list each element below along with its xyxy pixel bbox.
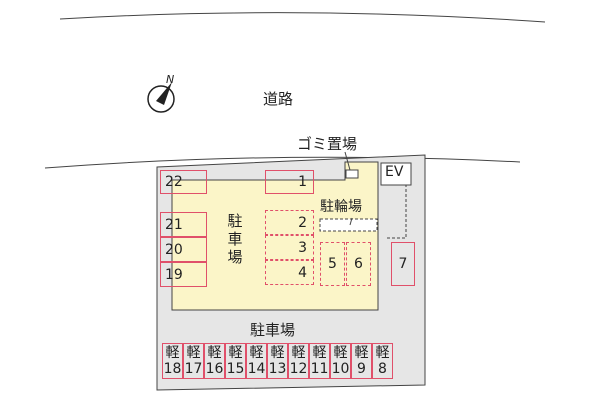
ev-label: EV [385, 164, 404, 180]
parking-slot-4: 4 [265, 260, 314, 285]
parking-slot-3: 3 [265, 235, 314, 260]
parking-slot-21: 21 [160, 212, 207, 237]
garbage-label: ゴミ置場 [297, 135, 358, 153]
road-edge-top [59, 12, 546, 23]
parking-slot-22: 22 [160, 170, 207, 194]
bicycle-parking-label: 駐輪場 [320, 199, 362, 215]
parking-label-vertical: 駐 車 場 [227, 212, 243, 266]
parking-slot-7: 7 [391, 242, 415, 286]
parking-slot-2: 2 [265, 210, 314, 235]
north-arrow-icon [147, 82, 175, 113]
parking-slot-6: 6 [346, 242, 371, 286]
parking-label-bottom: 駐車場 [250, 321, 296, 339]
garbage-box [345, 169, 359, 179]
road-edge-bottom [44, 156, 521, 169]
parking-slot-19: 19 [160, 262, 207, 287]
parking-slot-5: 5 [320, 242, 345, 286]
north-label: N [166, 73, 175, 86]
parking-slot-20: 20 [160, 237, 207, 262]
bicycle-pointer [349, 217, 353, 226]
bicycle-area [319, 218, 378, 232]
ev-dashed-area [385, 184, 407, 239]
garbage-pointer [344, 151, 351, 171]
road-label: 道路 [263, 90, 294, 108]
parking-yard [171, 161, 379, 311]
parking-slot-1: 1 [265, 170, 314, 194]
